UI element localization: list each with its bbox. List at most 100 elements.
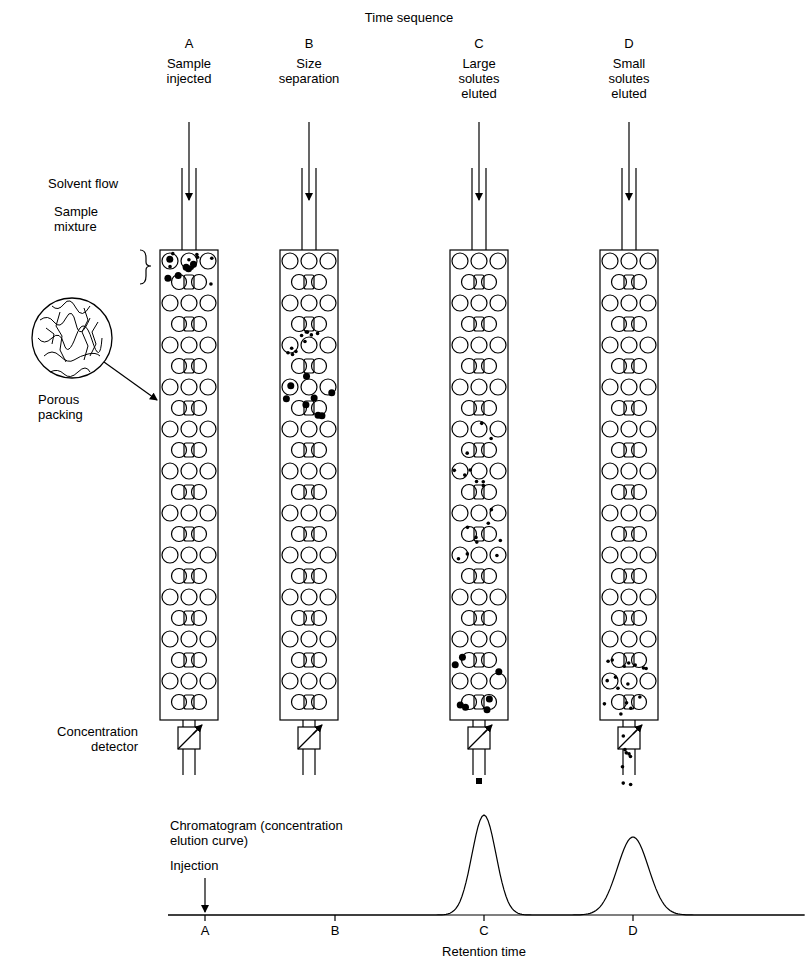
solute-dot bbox=[457, 557, 461, 561]
sample-label: Sample mixture bbox=[54, 204, 124, 234]
axis-title: Retention time bbox=[424, 944, 544, 959]
column-letter: D bbox=[624, 36, 633, 51]
solute-dot bbox=[622, 734, 626, 738]
solute-dot bbox=[300, 334, 304, 338]
column bbox=[600, 122, 658, 775]
solute-dot bbox=[480, 422, 484, 426]
chromatogram-label: Chromatogram (concentration elution curv… bbox=[170, 818, 370, 848]
solute-dot bbox=[196, 255, 200, 259]
solute-dot bbox=[302, 401, 309, 408]
solute-dot bbox=[610, 658, 614, 662]
solute-dot bbox=[633, 663, 637, 667]
solute-dot bbox=[311, 395, 318, 402]
solute-dot bbox=[475, 540, 479, 544]
solute-dot bbox=[291, 353, 295, 357]
solute-dot bbox=[452, 661, 459, 668]
solute-dot bbox=[474, 536, 478, 540]
stage-label: Size separation bbox=[274, 56, 344, 86]
stage-label: Large solutes eluted bbox=[449, 56, 509, 101]
solute-dot bbox=[622, 665, 626, 669]
solute-dot bbox=[490, 508, 494, 512]
porous-packing-detail bbox=[32, 298, 112, 378]
solute-dot bbox=[166, 256, 173, 263]
solute-dot bbox=[315, 412, 322, 419]
brace bbox=[140, 250, 151, 284]
solute-dot bbox=[462, 704, 469, 711]
solute-dot bbox=[283, 395, 290, 402]
solute-dot bbox=[499, 539, 503, 543]
axis-letter: B bbox=[331, 923, 340, 938]
solute-dot bbox=[466, 526, 470, 530]
solute-dot bbox=[629, 706, 633, 710]
solute-dot bbox=[627, 661, 631, 665]
solute-dot bbox=[616, 687, 620, 691]
chromatogram bbox=[168, 815, 805, 921]
solute-dot bbox=[629, 755, 633, 759]
solute-dot bbox=[465, 451, 469, 455]
solute-dot bbox=[209, 282, 213, 286]
solute-dot bbox=[168, 265, 172, 269]
solute-dot bbox=[621, 781, 625, 785]
solute-dot bbox=[187, 258, 191, 262]
solute-dot bbox=[638, 695, 642, 699]
stage-label: Sample injected bbox=[157, 56, 221, 86]
solute-dot bbox=[495, 554, 499, 558]
solute-dot bbox=[286, 351, 290, 355]
solute-dot bbox=[605, 679, 609, 683]
concentration-detector bbox=[618, 720, 642, 775]
solute-dot bbox=[486, 521, 490, 525]
solute-dot bbox=[303, 340, 307, 344]
solute-dot bbox=[625, 701, 629, 705]
solute-dot bbox=[489, 437, 493, 441]
solute-dot bbox=[175, 272, 182, 279]
solute-dot bbox=[466, 552, 470, 556]
title: Time sequence bbox=[329, 10, 489, 25]
solute-dot bbox=[294, 350, 298, 354]
stage-label: Small solutes eluted bbox=[599, 56, 659, 101]
solute-dot bbox=[190, 266, 194, 270]
solute-dot bbox=[629, 783, 633, 787]
solute-dot bbox=[475, 480, 479, 484]
solute-dot bbox=[310, 333, 314, 337]
packing-label: Porous packing bbox=[38, 392, 108, 422]
solute-dot bbox=[619, 712, 623, 716]
concentration-detector bbox=[468, 720, 492, 775]
injection-label: Injection bbox=[170, 858, 218, 873]
solute-dot bbox=[621, 765, 625, 769]
solute-dot bbox=[476, 778, 482, 784]
solute-dot bbox=[606, 659, 610, 663]
column bbox=[450, 122, 508, 775]
detector-label: Concentration detector bbox=[20, 724, 138, 754]
solute-dot bbox=[463, 473, 467, 477]
column bbox=[280, 122, 338, 775]
solute-dot bbox=[316, 332, 320, 336]
solute-dot bbox=[328, 389, 335, 396]
solute-dot bbox=[626, 682, 630, 686]
axis-letter: A bbox=[201, 923, 210, 938]
solute-dot bbox=[642, 666, 646, 670]
solute-dot bbox=[623, 748, 627, 752]
elution-curve bbox=[168, 815, 804, 915]
flow-label: Solvent flow bbox=[48, 176, 148, 191]
solute-dot bbox=[306, 330, 310, 334]
solute-dot bbox=[486, 695, 493, 702]
solute-dot bbox=[183, 264, 190, 271]
column-letter: C bbox=[474, 36, 483, 51]
concentration-detector bbox=[298, 720, 322, 775]
column-letter: B bbox=[305, 36, 314, 51]
solute-dot bbox=[481, 480, 485, 484]
solute-dot bbox=[171, 252, 175, 256]
solute-dot bbox=[468, 468, 472, 472]
solute-dot bbox=[614, 675, 618, 679]
solute-dot bbox=[484, 706, 491, 713]
solute-dot bbox=[603, 702, 607, 706]
solute-dot bbox=[459, 654, 466, 661]
column-letter: A bbox=[185, 36, 194, 51]
leader-arrow bbox=[104, 362, 157, 400]
solute-dot bbox=[290, 346, 294, 350]
axis-letter: C bbox=[479, 923, 488, 938]
concentration-detector bbox=[178, 720, 202, 775]
solute-dot bbox=[453, 469, 457, 473]
